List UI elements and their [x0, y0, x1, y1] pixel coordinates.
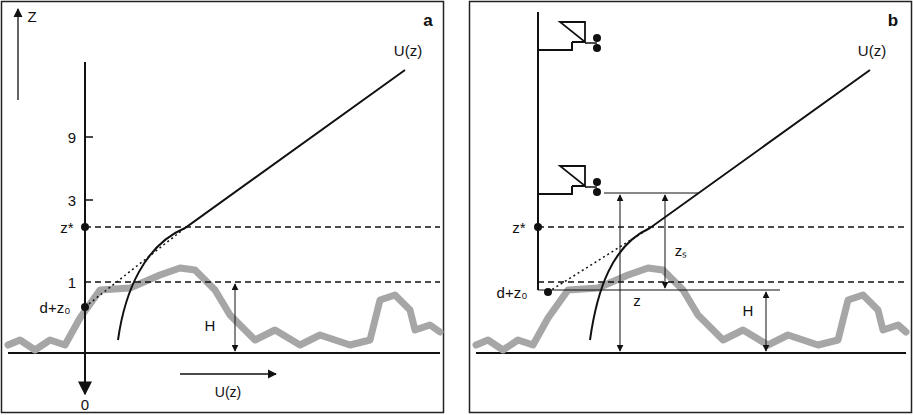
- instrument-arm: [538, 42, 572, 50]
- level-dot: [81, 303, 89, 311]
- dashed-level: [85, 226, 440, 227]
- profile-label: U(z): [394, 43, 422, 58]
- ground-line: [476, 352, 906, 354]
- tick-label: 1: [68, 275, 76, 290]
- panel-b-drawing: [476, 12, 906, 353]
- dimension-label: z: [633, 293, 641, 308]
- dashed-level: [538, 226, 906, 227]
- level-label: d+z₀: [40, 300, 71, 315]
- dimension-label: H: [205, 318, 216, 333]
- anemometer-cup: [593, 178, 601, 186]
- mast-base-line: [538, 290, 780, 291]
- axis-tick: [85, 136, 93, 138]
- anemometer-stem: [585, 186, 597, 188]
- wind-profile: [118, 70, 405, 340]
- tick-label: 9: [68, 130, 76, 145]
- dimension-arrow: [766, 292, 767, 351]
- panel-frame: [2, 2, 444, 413]
- z-axis-arrow: [17, 9, 18, 100]
- anemometer-cup: [593, 188, 601, 196]
- level-dot: [81, 223, 89, 231]
- dimension-arrow: [620, 195, 621, 351]
- level-dot: [534, 223, 542, 231]
- terrain-profile: [8, 268, 440, 350]
- tick-label: 0: [81, 397, 89, 412]
- measurement-mast: [537, 12, 539, 290]
- axis-tick: [85, 199, 93, 201]
- wind-vane: [560, 22, 585, 42]
- ground-line: [8, 352, 440, 354]
- terrain-profile: [476, 268, 906, 350]
- wind-vane: [560, 166, 585, 186]
- anemometer-stem: [585, 42, 597, 44]
- dashed-level: [85, 281, 440, 282]
- dimension-arrow: [235, 284, 236, 351]
- panel-frame: [470, 2, 912, 413]
- panel-letter: a: [423, 12, 432, 29]
- panel-a-drawing: [8, 9, 440, 394]
- dimension-line: [604, 193, 698, 194]
- dimension-arrow: [665, 195, 666, 288]
- profile-label: U(z): [858, 43, 886, 58]
- level-dot: [544, 288, 552, 296]
- panel-letter: b: [888, 12, 898, 29]
- u-axis-arrow: [180, 373, 276, 374]
- dimension-label: H: [743, 303, 754, 318]
- level-label: z*: [60, 220, 73, 235]
- wind-profile: [590, 70, 870, 340]
- tick-label: 3: [68, 193, 76, 208]
- dashed-level: [538, 281, 906, 282]
- level-label: d+z₀: [497, 285, 528, 300]
- level-label: z*: [512, 220, 525, 235]
- log-extrapolation: [85, 228, 185, 307]
- anemometer-cup: [593, 34, 601, 42]
- axis-name: U(z): [215, 385, 241, 399]
- axis-name: Z: [27, 9, 36, 24]
- instrument-arm: [538, 186, 572, 194]
- dimension-label: zₛ: [675, 243, 688, 258]
- anemometer-cup: [593, 44, 601, 52]
